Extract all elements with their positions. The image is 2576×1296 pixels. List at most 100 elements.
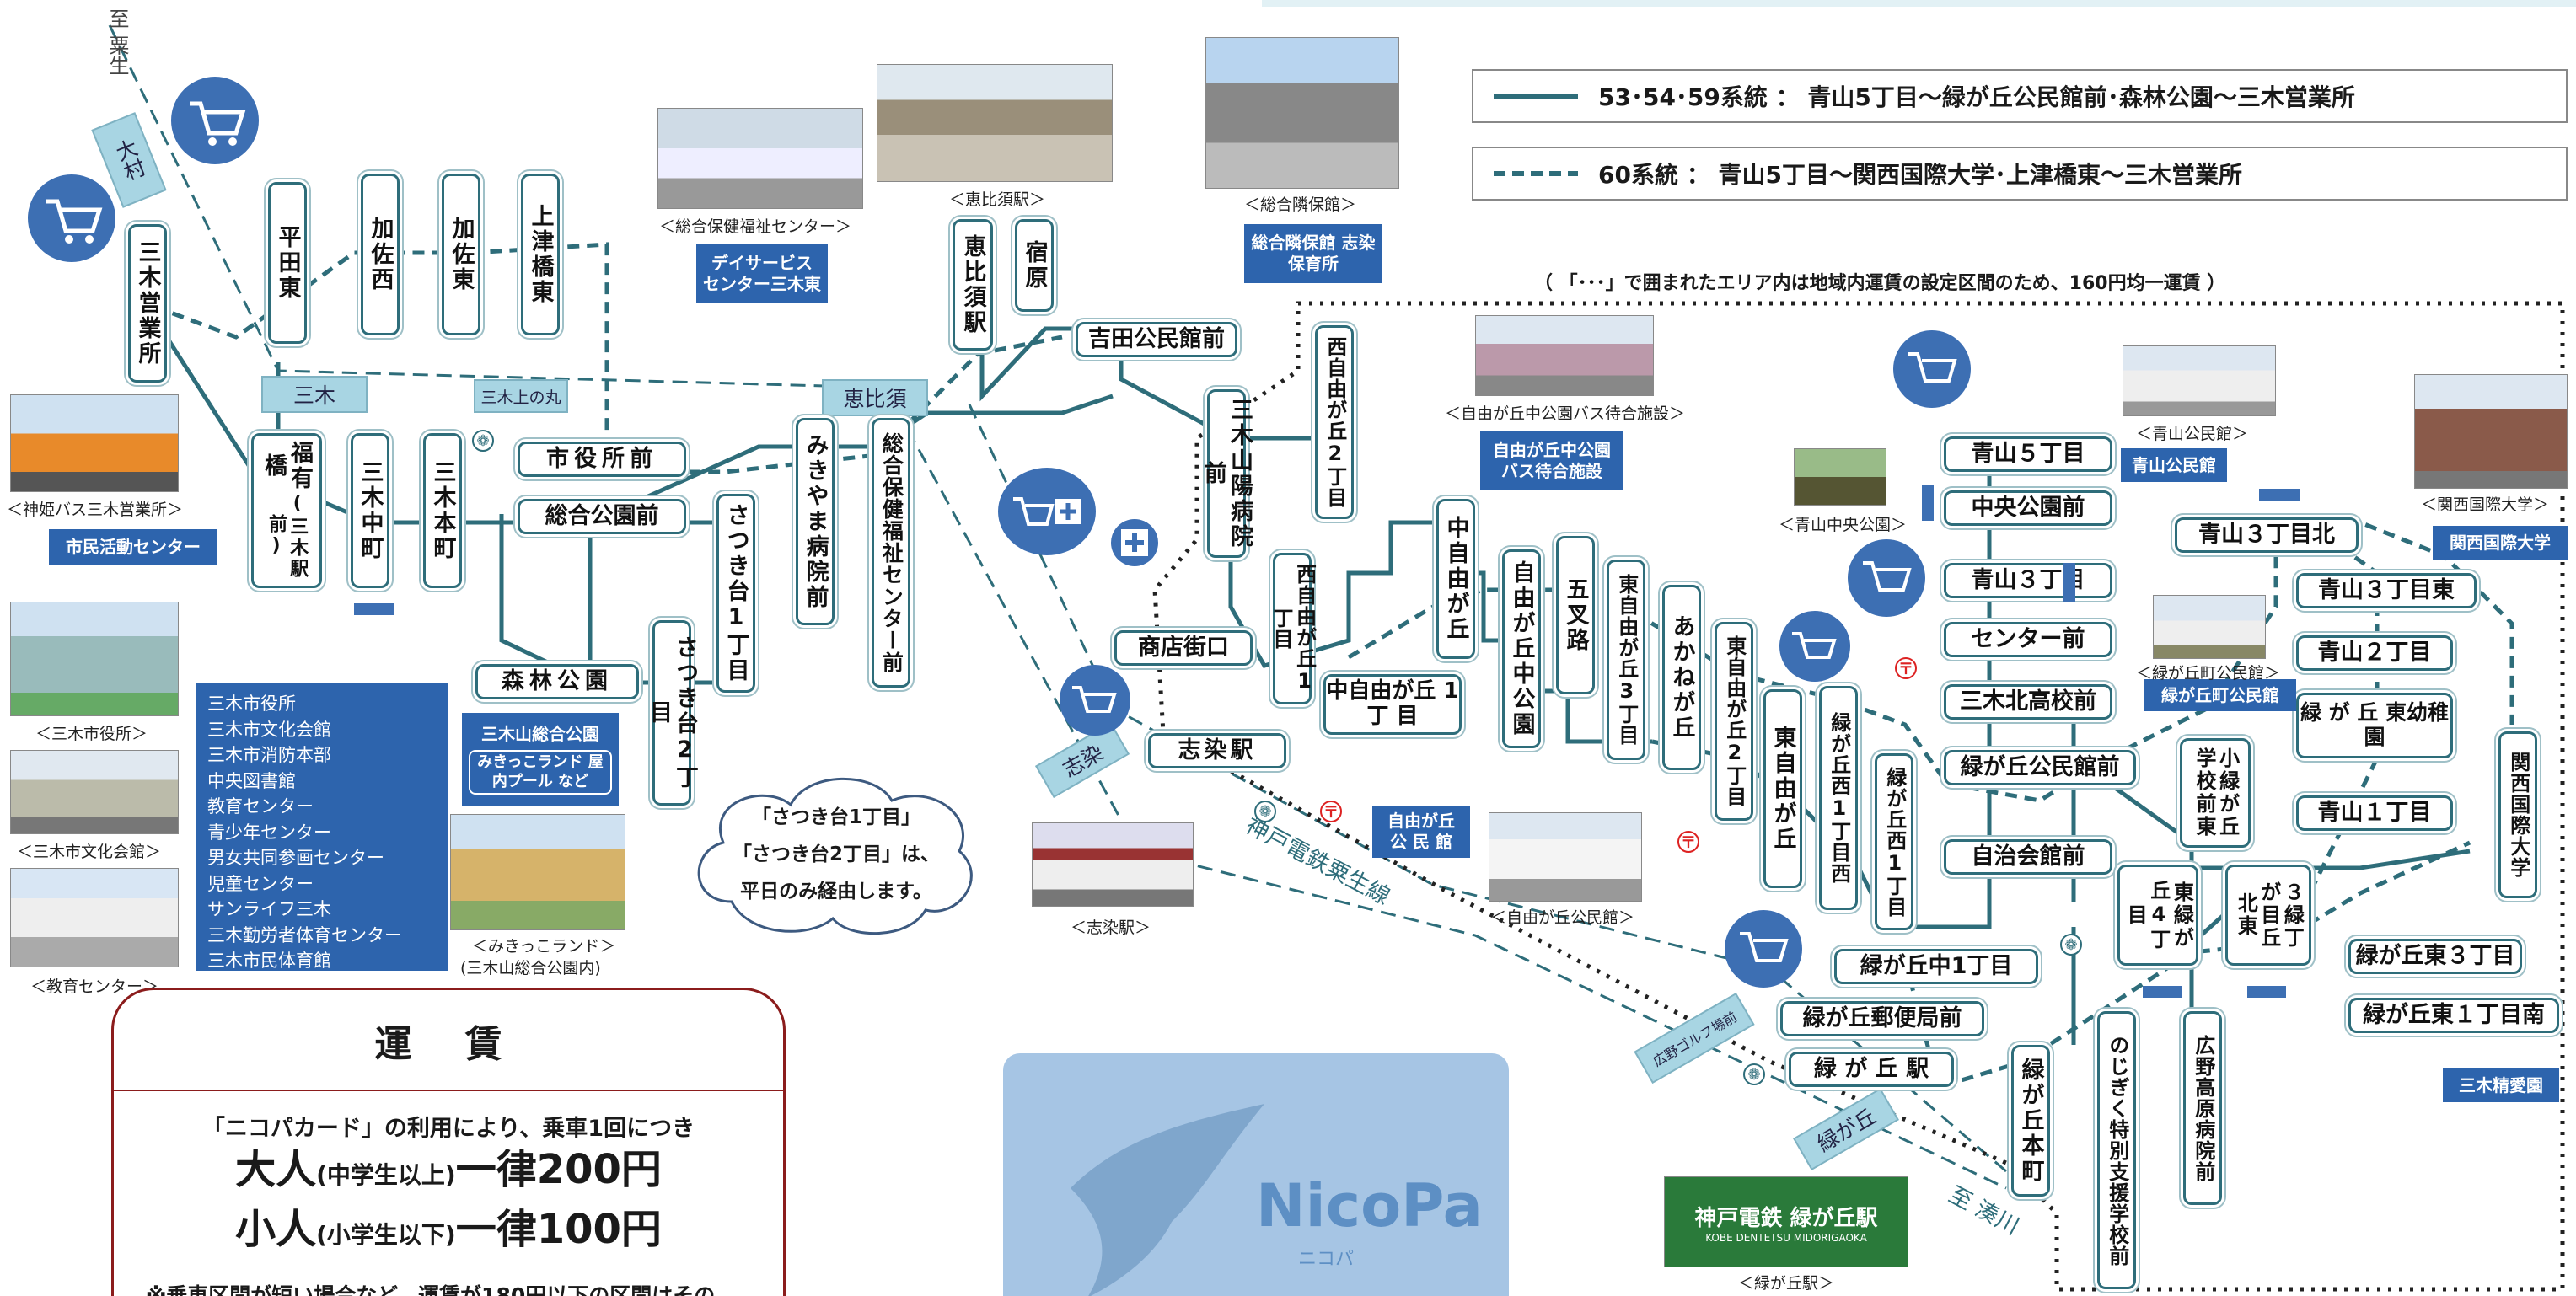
- stop-naka-jiyugaoka-1[interactable]: 中自由が丘 1 丁 目: [1323, 674, 1462, 735]
- stop-jichikaikan[interactable]: 自治会館前: [1944, 839, 2112, 875]
- stop-sogo-hoken-mae[interactable]: 総合保健福祉センター前: [872, 418, 910, 688]
- station-miki: 三木: [261, 376, 368, 413]
- stop-yoshida-kominkan[interactable]: 吉田公民館前: [1076, 322, 1237, 357]
- city-facilities-list: 三木市役所三木市文化会館三木市消防本部中央図書館教育センター青少年センター男女共…: [196, 683, 448, 971]
- stop-jiyugaoka-chuo-koen[interactable]: 自由が丘中公園: [1502, 549, 1541, 748]
- stop-kominami-shogakko[interactable]: 小緑が丘学校前東: [2180, 738, 2251, 848]
- stop-higashi-kindergarten[interactable]: 緑 が 丘 東幼稚園: [2296, 693, 2453, 758]
- stop-shinrin-koen[interactable]: 森林公園: [475, 664, 639, 699]
- stop-aoyama-1[interactable]: 青山１丁目: [2296, 795, 2453, 831]
- stop-sogo-koen-mae[interactable]: 総合公園前: [518, 499, 686, 534]
- fare-divider: [114, 1090, 783, 1091]
- stop-chuo-koen-mae[interactable]: 中央公園前: [1944, 490, 2112, 526]
- stop-shiyakusho-mae[interactable]: 市役所前: [518, 442, 686, 477]
- stop-aoyama-3-kita[interactable]: 青山３丁目北: [2175, 517, 2359, 553]
- stop-nojigiku[interactable]: のじぎく特別支援学校前: [2097, 1011, 2136, 1289]
- tag-sogo-rinpo: 総合隣保館 志染保育所: [1244, 224, 1382, 283]
- photo-shiyakusho: [10, 602, 179, 716]
- railway-line-east: [968, 404, 2007, 1173]
- leaf-icon: ❁: [1743, 1063, 1765, 1085]
- stop-higashi-jiyugaoka-2[interactable]: 東自由が丘2丁目: [1715, 622, 1753, 821]
- cap-midorigaoka-kominkan: ＜緑が丘町公民館＞: [2136, 664, 2281, 683]
- stop-fukuari-bashi[interactable]: 福有橋 (三木駅前): [251, 433, 322, 588]
- fare-intro: 「ニコパカード」の利用により、乗車1回につき: [201, 1116, 695, 1142]
- photo-midorigaoka-kominkan: [2153, 595, 2266, 659]
- stop-kasa-higashi[interactable]: 加佐東: [442, 174, 480, 335]
- stop-gosaro[interactable]: 五叉路: [1556, 536, 1595, 694]
- stop-midorigaoka-nishi-1-nishi[interactable]: 緑が丘西1丁目西: [1819, 686, 1858, 910]
- photo-shijimi-station: [1032, 822, 1194, 907]
- cap-shijimi-station: ＜志染駅＞: [1071, 918, 1151, 937]
- railway-line: [108, 24, 2007, 1190]
- shopping-cart-icon: [171, 77, 259, 164]
- stop-shotengai[interactable]: 商店街口: [1114, 630, 1253, 666]
- stop-miki-nakamachi[interactable]: 三木中町: [351, 433, 389, 588]
- stop-miki-kita-hs[interactable]: 三木北高校前: [1944, 684, 2112, 720]
- tag-mikiyama-park-title: 三木山総合公園: [481, 724, 599, 744]
- legend-dashed-text: 60系統 ： 青山5丁目～関西国際大学･上津橋東～三木営業所: [1598, 161, 2242, 189]
- stop-hirono-kogen-hospital[interactable]: 広野高原病院前: [2183, 1011, 2222, 1205]
- stop-miki-honmachi[interactable]: 三木本町: [423, 433, 462, 588]
- stop-miki-eigyosho[interactable]: 三木営業所: [128, 224, 167, 383]
- stop-sanyo-hospital[interactable]: 三木山陽病院前: [1200, 389, 1253, 558]
- hospital-icon: [1111, 519, 1158, 566]
- fare-child-price: 一律100円: [455, 1206, 662, 1253]
- stop-kasa-nishi[interactable]: 加佐西: [361, 174, 400, 335]
- stop-midorigaoka-naka-1[interactable]: 緑が丘中1丁目: [1834, 949, 2038, 984]
- shopping-cart-icon: [1779, 611, 1850, 682]
- fare-box: 運 賃 「ニコパカード」の利用により、乗車1回につき 大人(中学生以上)一律20…: [111, 988, 786, 1296]
- stop-kozu-bashi-higashi[interactable]: 上津橋東: [521, 174, 560, 335]
- stop-ebisu-eki[interactable]: 恵比須駅: [953, 219, 993, 351]
- shopping-cart-icon: [998, 468, 1096, 555]
- cap-ebisu-station: ＜恵比須駅＞: [949, 190, 1046, 209]
- photo-mikkoland: [450, 814, 625, 930]
- stop-midorigaoka-higashi-3[interactable]: 緑が丘東３丁目: [2348, 939, 2522, 974]
- fare-adult-note: (中学生以上): [316, 1161, 456, 1189]
- stop-nishi-jiyugaoka-1[interactable]: 西自由が丘1丁目: [1269, 553, 1317, 704]
- stop-akanegaoka[interactable]: あかねが丘: [1662, 585, 1701, 770]
- route-dashed-west: [154, 242, 1063, 474]
- stop-higashi-jiyugaoka-3[interactable]: 東自由が丘3丁目: [1607, 560, 1645, 760]
- stop-aoyama-2[interactable]: 青山２丁目: [2296, 635, 2453, 671]
- stop-aoyama-3-higashi[interactable]: 青山３丁目東: [2296, 573, 2477, 608]
- stop-midorigaoka-nishi-1[interactable]: 緑が丘西1丁目: [1875, 753, 1913, 930]
- stop-higashi-jiyugaoka[interactable]: 東自由が丘: [1763, 689, 1802, 888]
- fare-title: 運 賃: [374, 1023, 523, 1066]
- photo-shinki-bus: [10, 394, 179, 492]
- stop-nishi-jiyugaoka-2[interactable]: 西自由が丘2丁目: [1315, 325, 1354, 519]
- stop-midorigaoka-honmachi[interactable]: 緑が丘本町: [2011, 1045, 2050, 1197]
- stop-center-mae[interactable]: センター前: [1944, 622, 2112, 657]
- stop-mikiyama-hospital[interactable]: みきやま病院前: [796, 418, 835, 625]
- photo-ebisu-station: [877, 64, 1113, 182]
- cap-aoyama-chuo: ＜青山中央公園＞: [1779, 516, 1908, 534]
- facility-item: 三木市文化会館: [207, 719, 331, 740]
- stop-hirata-higashi[interactable]: 平田東: [268, 182, 307, 344]
- tag-jiyugaoka-waiting: 自由が丘中公園 バス待合施設: [1480, 431, 1623, 490]
- stop-shukuhara[interactable]: 宿原: [1015, 219, 1054, 312]
- stop-fukuari-sub: (三木駅前): [266, 492, 309, 580]
- stop-satsukidai-1[interactable]: さつき台1丁目: [716, 494, 755, 693]
- stop-midorigaoka-higashi-1-minami[interactable]: 緑が丘東１丁目南: [2348, 998, 2559, 1033]
- stop-midorigaoka-post[interactable]: 緑が丘郵便局前: [1780, 1001, 1984, 1036]
- photo-kyoiku: [10, 868, 179, 967]
- stop-aoyama-5[interactable]: 青山５丁目: [1944, 436, 2112, 472]
- facility-item: 教育センター: [207, 796, 314, 817]
- stop-midorigaoka-eki[interactable]: 緑 が 丘 駅: [1789, 1052, 1954, 1087]
- stop-satsukidai-2[interactable]: さつき台2丁目: [646, 620, 698, 806]
- cap-sogo-hoken: ＜総合保健福祉センター＞: [659, 217, 852, 236]
- tag-jiyugaoka-kominkan: 自由が丘 公 民 館: [1372, 806, 1470, 858]
- facility-item: 三木勤労者体育センター: [207, 924, 402, 945]
- legend-solid: 53･54･59系統 ： 青山5丁目～緑が丘公民館前･森林公園～三木営業所: [1472, 69, 2568, 123]
- stop-shijimi-eki[interactable]: 志染駅: [1148, 733, 1286, 768]
- stop-higashi-midori-4[interactable]: 東緑が丘4丁目: [2117, 865, 2198, 966]
- photo-midorigaoka-station: 神戸電鉄 緑が丘駅 KOBE DENTETSU MIDORIGAOKA: [1664, 1176, 1908, 1267]
- stop-naka-jiyugaoka[interactable]: 中自由が丘: [1436, 499, 1475, 659]
- stop-aoyama-3[interactable]: 青山３丁目: [1944, 563, 2112, 598]
- stop-midorigaoka-kominkan[interactable]: 緑が丘公民館前: [1944, 750, 2136, 785]
- cap-jiyugaoka-waiting: ＜自由が丘中公園バス待合施設＞: [1445, 404, 1686, 423]
- facility-item: サンライフ三木: [207, 899, 331, 919]
- stop-kansai-kokusai[interactable]: 関西国際大学: [2498, 731, 2537, 898]
- stop-midorigaoka-3-kita[interactable]: ３緑丁が目丘北東: [2225, 865, 2311, 966]
- fare-child: 小人(小学生以下)一律100円: [114, 1202, 783, 1262]
- photo-kansai-univ: [2414, 374, 2568, 489]
